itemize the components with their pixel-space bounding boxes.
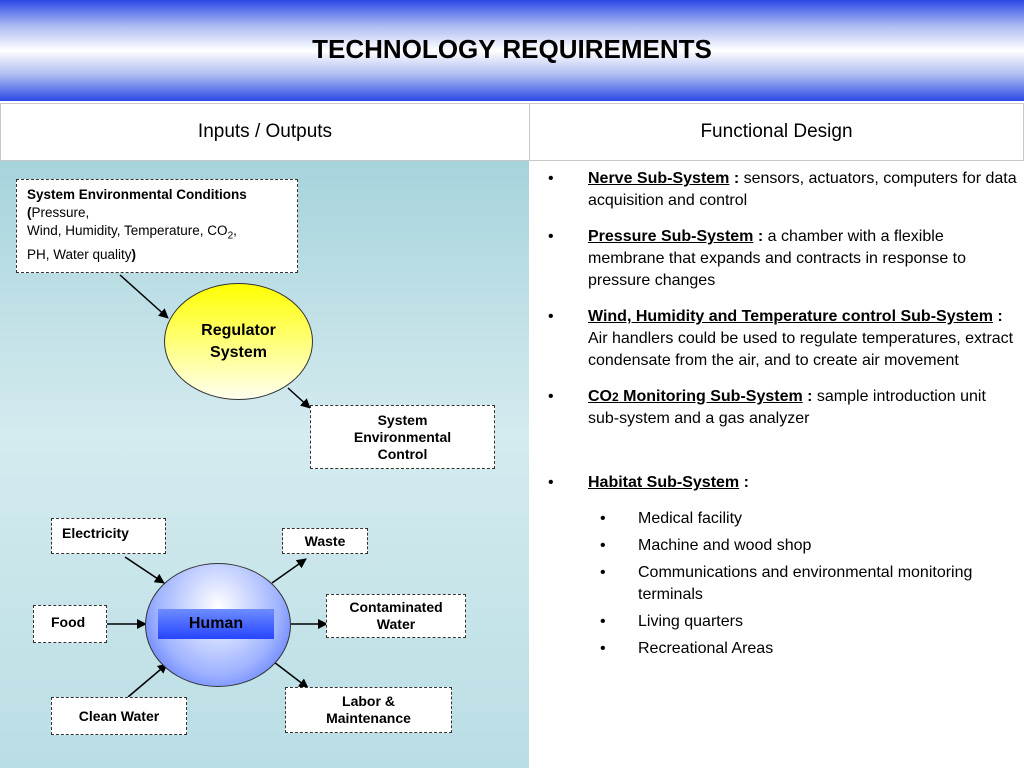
list-item: • Wind, Humidity and Temperature control…: [548, 306, 1018, 372]
input-electricity: Electricity: [51, 518, 166, 554]
list-item: • Recreational Areas: [548, 638, 1018, 660]
env-conditions-co2-sub: 2: [227, 230, 234, 242]
habitat-item: Living quarters: [638, 613, 743, 630]
pressure-subsystem-desc: a chamber with a flexible membrane that …: [588, 228, 966, 289]
env-control-line3: Control: [377, 445, 428, 462]
list-item: • Habitat Sub-System :: [548, 472, 1018, 494]
list-item: • Medical facility: [548, 508, 1018, 530]
regulator-line1: Regulator: [201, 321, 276, 339]
input-clean-water: Clean Water: [51, 697, 187, 735]
bullet: •: [600, 640, 606, 657]
functional-design-list: • Nerve Sub-System : sensors, actuators,…: [548, 168, 1018, 665]
arrow-electricity-to-human: [124, 556, 165, 584]
separator: :: [739, 474, 749, 491]
arrow-conditions-to-regulator: [119, 274, 169, 319]
bullet: •: [548, 388, 554, 405]
bullet: •: [600, 613, 606, 630]
env-conditions-box: System Environmental Conditions (Pressur…: [16, 179, 298, 273]
habitat-item: Recreational Areas: [638, 640, 774, 657]
arrow-human-to-labor: [273, 661, 309, 689]
input-food: Food: [33, 605, 107, 643]
slide-title: TECHNOLOGY REQUIREMENTS: [312, 34, 712, 64]
list-item: • Pressure Sub-System : a chamber with a…: [548, 226, 1018, 292]
env-conditions-line2: Wind, Humidity, Temperature, CO: [27, 223, 228, 238]
header-inputs-outputs: Inputs / Outputs: [0, 103, 530, 161]
separator: :: [802, 388, 817, 405]
habitat-item: Machine and wood shop: [638, 537, 812, 554]
list-item: • CO2 Monitoring Sub-System : sample int…: [548, 386, 1018, 430]
nerve-subsystem-title: Nerve Sub-System: [588, 170, 730, 187]
env-control-line2: Environmental: [353, 428, 452, 445]
arrow-human-to-waste: [271, 558, 307, 584]
bullet: •: [600, 564, 606, 581]
env-conditions-comma: ,: [233, 223, 237, 238]
co2-title-post: Monitoring Sub-System: [618, 388, 803, 405]
env-control-line1: System: [377, 411, 428, 428]
list-item: • Living quarters: [548, 611, 1018, 633]
output-waste: Waste: [282, 528, 368, 554]
bullet: •: [548, 228, 554, 245]
nerve-subsystem-desc: sensors, actuators, computers for data a…: [588, 170, 1017, 209]
bullet: •: [548, 474, 554, 491]
env-conditions-title: System Environmental Conditions (: [27, 187, 247, 220]
separator: :: [753, 228, 768, 245]
list-item: • Communications and environmental monito…: [548, 562, 1018, 606]
env-conditions-line3: PH, Water quality: [27, 246, 132, 262]
list-item: • Nerve Sub-System : sensors, actuators,…: [548, 168, 1018, 212]
regulator-line2: System: [210, 343, 267, 361]
pressure-subsystem-title: Pressure Sub-System: [588, 228, 754, 245]
co2-subsystem-desc: sample introduction unit sub-system and …: [588, 388, 986, 427]
habitat-subsystem-title: Habitat Sub-System: [588, 474, 740, 491]
env-conditions-close: ): [131, 246, 137, 262]
bullet: •: [600, 537, 606, 554]
wind-humidity-subsystem-title: Wind, Humidity and Temperature control S…: [588, 308, 993, 325]
separator: :: [729, 170, 744, 187]
env-conditions-line1: Pressure,: [31, 205, 90, 220]
wind-humidity-subsystem-desc: Air handlers could be used to regulate t…: [588, 330, 1014, 369]
human-label: Human: [158, 609, 274, 639]
bullet: •: [548, 170, 554, 187]
bullet: •: [548, 308, 554, 325]
header-functional-design: Functional Design: [529, 103, 1024, 161]
co2-subsystem-title: CO2 Monitoring Sub-System: [588, 388, 803, 405]
arrow-regulator-to-control: [287, 387, 311, 409]
output-labor-maintenance: Labor & Maintenance: [285, 687, 452, 733]
list-item: • Machine and wood shop: [548, 535, 1018, 557]
habitat-item: Medical facility: [638, 510, 743, 527]
output-contaminated-water: Contaminated Water: [326, 594, 466, 638]
co2-title-sub: 2: [612, 390, 619, 404]
title-banner: TECHNOLOGY REQUIREMENTS: [0, 0, 1024, 101]
habitat-item: Communications and environmental monitor…: [638, 564, 973, 603]
bullet: •: [600, 510, 606, 527]
separator: :: [992, 308, 1003, 325]
co2-title-pre: CO: [588, 388, 612, 405]
arrow-cleanwater-to-human: [127, 663, 168, 698]
